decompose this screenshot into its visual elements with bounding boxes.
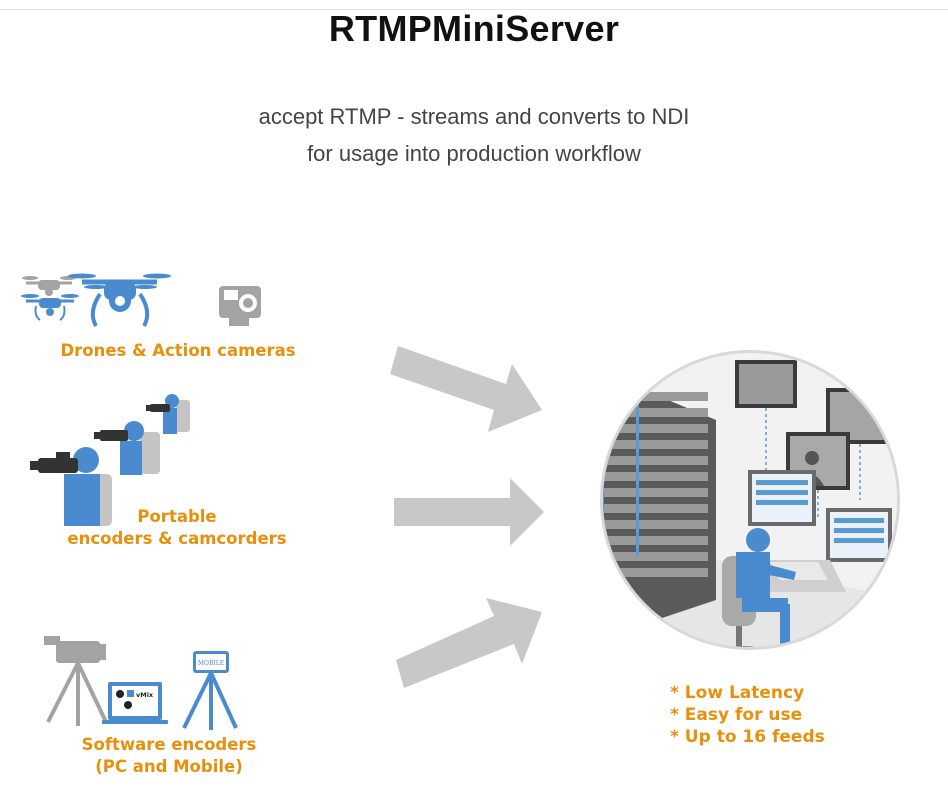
vmix-label: vMix (136, 691, 154, 699)
tripod-camcorder-icon (44, 636, 108, 726)
page-subtitle: accept RTMP - streams and converts to ND… (0, 98, 948, 172)
label-portable-encoders: Portable encoders & camcorders (32, 506, 322, 550)
page-title: RTMPMiniServer (328, 8, 620, 49)
label-software-encoders: Software encoders (PC and Mobile) (42, 734, 296, 778)
small-drone-blue-icon (21, 294, 79, 321)
small-drone-gray-icon (22, 276, 76, 296)
feature-feeds: * Up to 16 feeds (670, 727, 825, 747)
label-software-line-2: (PC and Mobile) (95, 757, 243, 776)
label-drones-action-cameras: Drones & Action cameras (26, 340, 330, 362)
label-portable-line-1: Portable (137, 507, 217, 526)
large-drone-icon (68, 273, 171, 327)
action-camera-icon (219, 286, 261, 326)
label-portable-line-2: encoders & camcorders (67, 529, 287, 548)
production-room-illustration (600, 350, 900, 650)
subtitle-line-2: for usage into production workflow (307, 141, 641, 166)
mobile-screen-label: MOBILE (198, 660, 224, 667)
label-software-line-1: Software encoders (81, 735, 257, 754)
feature-list: * Low Latency * Easy for use * Up to 16 … (670, 682, 825, 748)
subtitle-line-1: accept RTMP - streams and converts to ND… (258, 104, 690, 129)
feature-low-latency: * Low Latency (670, 683, 805, 703)
laptop-vmix-icon: vMix (102, 682, 168, 724)
feature-easy-use: * Easy for use (670, 705, 803, 725)
arrow-middle (394, 478, 544, 546)
label-drones-line-1: Drones & Action cameras (60, 341, 296, 360)
top-divider (0, 9, 948, 10)
camera-operator-large-icon (30, 447, 112, 526)
camera-operator-small-icon (146, 394, 190, 434)
arrow-top (390, 346, 542, 432)
tripod-mobile-icon: MOBILE (182, 651, 238, 730)
arrow-bottom (396, 598, 542, 688)
camera-operator-medium-icon (94, 421, 160, 475)
